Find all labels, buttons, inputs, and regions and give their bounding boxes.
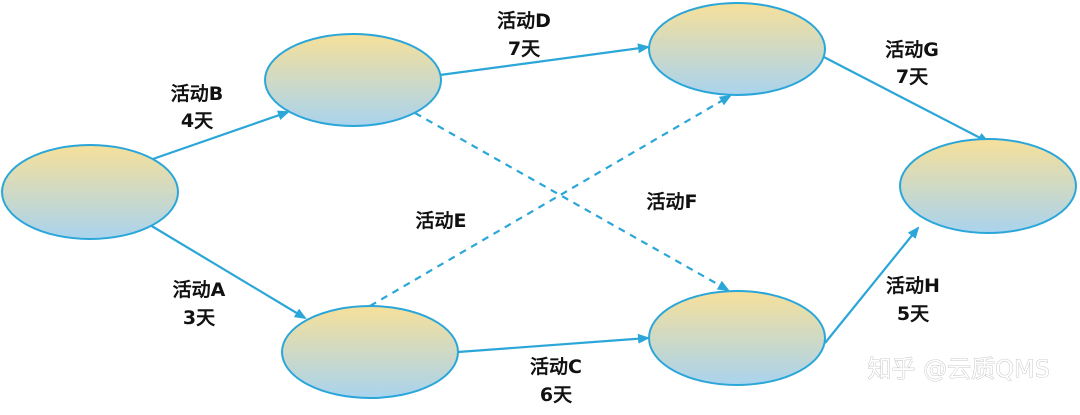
edge-D	[439, 43, 650, 77]
watermark-text: 知乎 @云质QMS	[868, 355, 1050, 383]
label-H-duration: 5天	[897, 303, 930, 325]
node-after-b	[264, 33, 442, 127]
node-after-d	[648, 2, 826, 96]
edge-labels: 活动B 4天 活动A 3天 活动D 7天 活动C 6天 活动E 活动F 活动G …	[171, 9, 940, 406]
node-after-a	[281, 305, 459, 399]
label-G-duration: 7天	[896, 66, 929, 88]
edge-B	[149, 110, 290, 162]
label-B-duration: 4天	[181, 110, 214, 132]
edge-C	[457, 333, 650, 354]
label-H-activity: 活动H	[886, 274, 940, 297]
nodes	[1, 2, 1077, 399]
edge-E	[369, 94, 732, 307]
node-after-c	[648, 290, 826, 386]
label-C-activity: 活动C	[530, 355, 582, 378]
label-B-activity: 活动B	[171, 82, 223, 105]
label-A-duration: 3天	[183, 307, 216, 329]
label-D-duration: 7天	[508, 38, 541, 60]
label-C-duration: 6天	[540, 384, 573, 406]
node-start	[1, 144, 179, 240]
label-E-activity: 活动E	[416, 209, 467, 232]
edge-F	[414, 112, 730, 291]
edge-A	[149, 224, 307, 320]
edge-H	[824, 226, 920, 344]
label-D-activity: 活动D	[497, 9, 551, 32]
label-F-activity: 活动F	[647, 190, 698, 213]
edges	[149, 43, 990, 354]
node-end	[899, 138, 1077, 234]
label-A-activity: 活动A	[173, 278, 226, 301]
label-G-activity: 活动G	[885, 38, 939, 61]
edge-G	[819, 54, 990, 143]
